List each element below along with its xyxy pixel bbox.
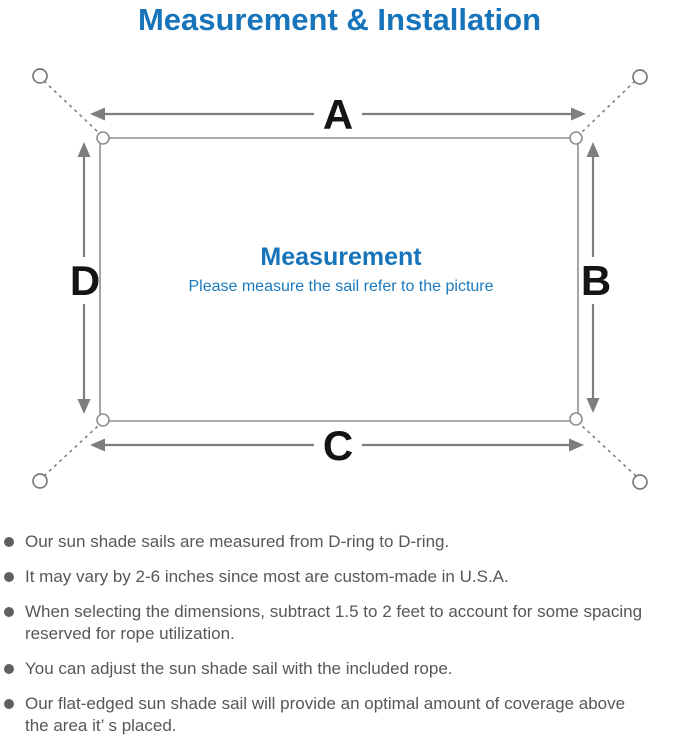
dimension-label-d: D xyxy=(70,257,100,304)
bullet-icon xyxy=(4,664,14,674)
dimension-arrow-a xyxy=(90,107,586,121)
note-text: You can adjust the sun shade sail with t… xyxy=(25,659,453,678)
bullet-icon xyxy=(4,537,14,547)
center-heading: Measurement xyxy=(260,243,422,271)
note-text: It may vary by 2-6 inches since most are… xyxy=(25,567,509,586)
center-subtitle: Please measure the sail refer to the pic… xyxy=(188,278,493,295)
dimension-arrow-b xyxy=(586,142,600,413)
list-item: Our sun shade sails are measured from D-… xyxy=(4,531,677,553)
note-text: Our sun shade sails are measured from D-… xyxy=(25,532,450,551)
anchor-ring-bottom-right xyxy=(632,474,648,490)
rope-dashed-lines xyxy=(43,80,637,477)
sail-measurement-diagram: A B C D Measurement Please measure the s… xyxy=(32,68,648,490)
dimension-arrows xyxy=(77,107,600,452)
rope-bottom-right xyxy=(580,424,637,477)
anchor-ring-top-right xyxy=(632,69,648,85)
anchor-rings xyxy=(32,68,648,490)
d-ring-bottom-right xyxy=(569,412,583,426)
dimension-label-a: A xyxy=(323,91,353,138)
list-item: When selecting the dimensions, subtract … xyxy=(4,601,677,645)
d-ring-bottom-left xyxy=(96,413,110,427)
anchor-ring-bottom-left xyxy=(32,473,48,489)
sail-outline xyxy=(99,137,579,422)
list-item: Our flat-edged sun shade sail will provi… xyxy=(4,693,677,737)
note-text: When selecting the dimensions, subtract … xyxy=(25,602,643,643)
sail-corner-d-rings xyxy=(96,131,583,427)
dimension-arrow-d xyxy=(77,142,91,414)
anchor-ring-top-left xyxy=(32,68,48,84)
d-ring-top-right xyxy=(569,131,583,145)
bullet-icon xyxy=(4,607,14,617)
dimension-label-b: B xyxy=(581,257,611,304)
notes-list: Our sun shade sails are measured from D-… xyxy=(4,531,677,739)
list-item: It may vary by 2-6 inches since most are… xyxy=(4,566,677,588)
bullet-icon xyxy=(4,699,14,709)
dimension-label-c: C xyxy=(323,422,353,469)
dimension-arrow-c xyxy=(90,438,584,452)
list-item: You can adjust the sun shade sail with t… xyxy=(4,658,677,680)
note-text: Our flat-edged sun shade sail will provi… xyxy=(25,694,626,735)
d-ring-top-left xyxy=(96,131,110,145)
page-title: Measurement & Installation xyxy=(137,2,542,37)
bullet-icon xyxy=(4,572,14,582)
rope-top-right xyxy=(580,80,636,134)
rope-top-left xyxy=(43,80,100,134)
rope-bottom-left xyxy=(43,424,100,477)
